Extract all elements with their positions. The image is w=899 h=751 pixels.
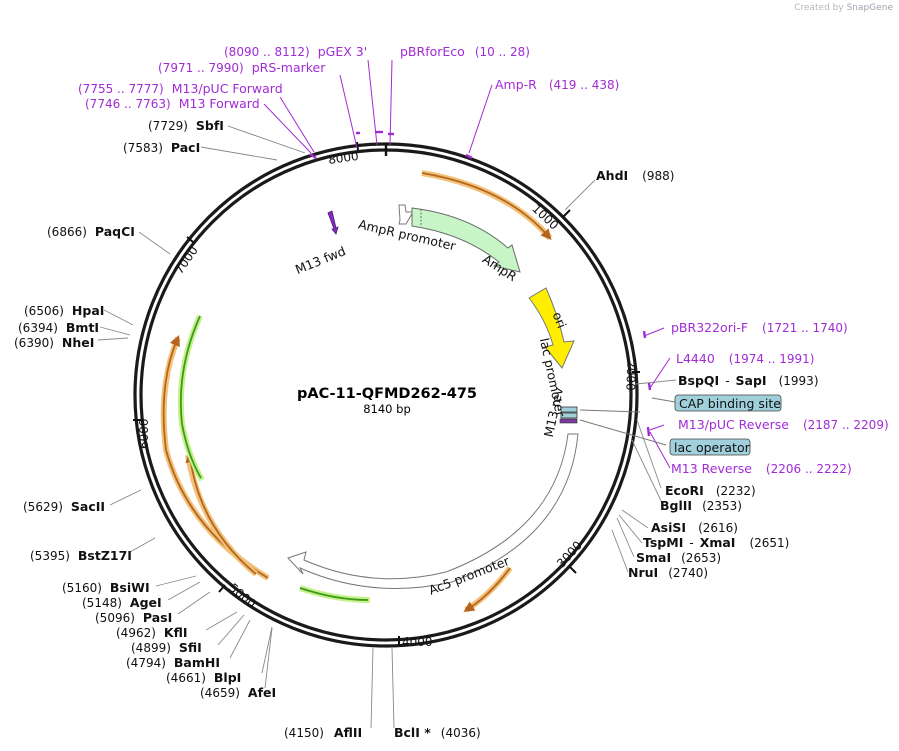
tick-label-5000: 5000 [226,581,258,611]
feature-arrows [287,204,579,589]
primer-l4440: L4440(1974 .. 1991) [676,351,814,366]
m13-fwd-arrow [327,210,339,235]
site-sbfi: (7729)SbfI [148,118,224,133]
m13-rev-block [559,418,578,424]
primer-amp-r: Amp-R(419 .. 438) [495,77,619,92]
site-kfli: (4962)KflI [116,625,188,640]
label-m13-fwd: M13 fwd [293,243,348,277]
ori-arrow [528,287,575,369]
site-pasi: (5096)PasI [95,610,172,625]
primer-m13-puc-reverse: M13/pUC Reverse(2187 .. 2209) [678,417,889,432]
lac-operator-block [560,412,578,419]
cap-binding-block [560,406,578,413]
ampr-arrow [411,207,521,273]
site-sfii: (4899)SfiI [131,640,202,655]
site-bglii: BglII(2353) [660,498,742,513]
site-krui: NruI(2740) [628,565,708,580]
primer-prs-marker: (7971 .. 7990)pRS-marker [158,60,326,75]
site-asisi: AsiSI(2616) [651,520,738,535]
tick-label-1000: 1000 [529,201,561,232]
origin-marker [383,142,389,156]
primer-marks [309,130,652,437]
site-nhei: (6390)NheI [14,335,94,350]
site-bsiwi: (5160)BsiWI [62,580,150,595]
tick-label-6000: 6000 [137,418,151,449]
snapgene-credit: Created by SnapGene [794,3,893,13]
site-bspqi-sapi: BspQI-SapI(1993) [678,373,819,388]
site-hpai: (6506)HpaI [24,303,104,318]
feature-labels: AmpR promoter AmpR ori lac promoter M13 … [293,216,570,597]
ampr-promoter-arrow [398,204,414,225]
site-agei: (5148)AgeI [82,595,162,610]
site-tspmi-xmai: TspMI-XmaI(2651) [643,535,789,550]
plasmid-name: pAC-11-QFMD262-475 [297,386,477,402]
green-orf-bottom [299,585,371,603]
boxed-features: CAP binding site lac operator [669,394,782,456]
site-blpi: (4661)BlpI [166,670,241,685]
primer-m13-reverse: M13 Reverse(2206 .. 2222) [671,461,852,476]
credit-prefix: Created by [794,3,844,13]
primer-leader-lines [263,59,676,469]
ac5-promoter-arrow [287,433,579,589]
site-bmti: (6394)BmtI [18,320,99,335]
site-leader-lines [97,125,677,729]
orf-arc-left-outer [160,336,270,581]
site-paci: (7583)PacI [123,140,200,155]
tick-label-8000: 8000 [327,149,359,167]
site-aflii: (4150)AflII [284,725,362,740]
sites-bottom: BclI *(4036) (4150)AflII [284,725,481,740]
site-bamhi: (4794)BamHI [126,655,220,670]
snapgene-logo-text: SnapGene [846,3,893,13]
primer-pbrforeco: pBRforEco(10 .. 28) [400,44,530,59]
primer-m13-puc-forward: (7755 .. 7777)M13/pUC Forward [78,81,283,96]
site-smai: SmaI(2653) [636,550,721,565]
site-bcli: BclI *(4036) [394,725,481,740]
cap-binding-site-label: CAP binding site [679,396,781,411]
lac-operator-box [669,438,751,456]
plasmid-size: 8140 bp [363,402,411,416]
site-sacii: (5629)SacII [23,499,105,514]
tick-label-4000: 4000 [402,635,433,649]
cap-binding-site-box [674,394,782,412]
lac-operator-label: lac operator [674,440,751,455]
site-ahdi: AhdI(988) [596,168,674,183]
primer-m13-forward: (7746 .. 7763)M13 Forward [85,96,260,111]
site-ecori: EcoRI(2232) [665,483,756,498]
primer-pgex3: (8090 .. 8112)pGEX 3' [224,44,367,59]
label-ori: ori [550,310,570,331]
orf-arcs [160,170,553,613]
primer-pbr322ori-f: pBR322ori-F(1721 .. 1740) [671,320,848,335]
site-paqci: (6866)PaqCI [47,224,135,239]
sites-right: AhdI(988) BspQI-SapI(1993) EcoRI(2232) B… [596,168,819,580]
tick-label-2000: 2000 [623,360,638,391]
sites-left: (4659)AfeI (4661)BlpI (4794)BamHI (4899)… [14,118,276,700]
site-afei: (4659)AfeI [200,685,276,700]
primer-labels: pBRforEco(10 .. 28) Amp-R(419 .. 438) (8… [78,44,889,476]
site-bstz17i: (5395)BstZ17I [30,548,132,563]
